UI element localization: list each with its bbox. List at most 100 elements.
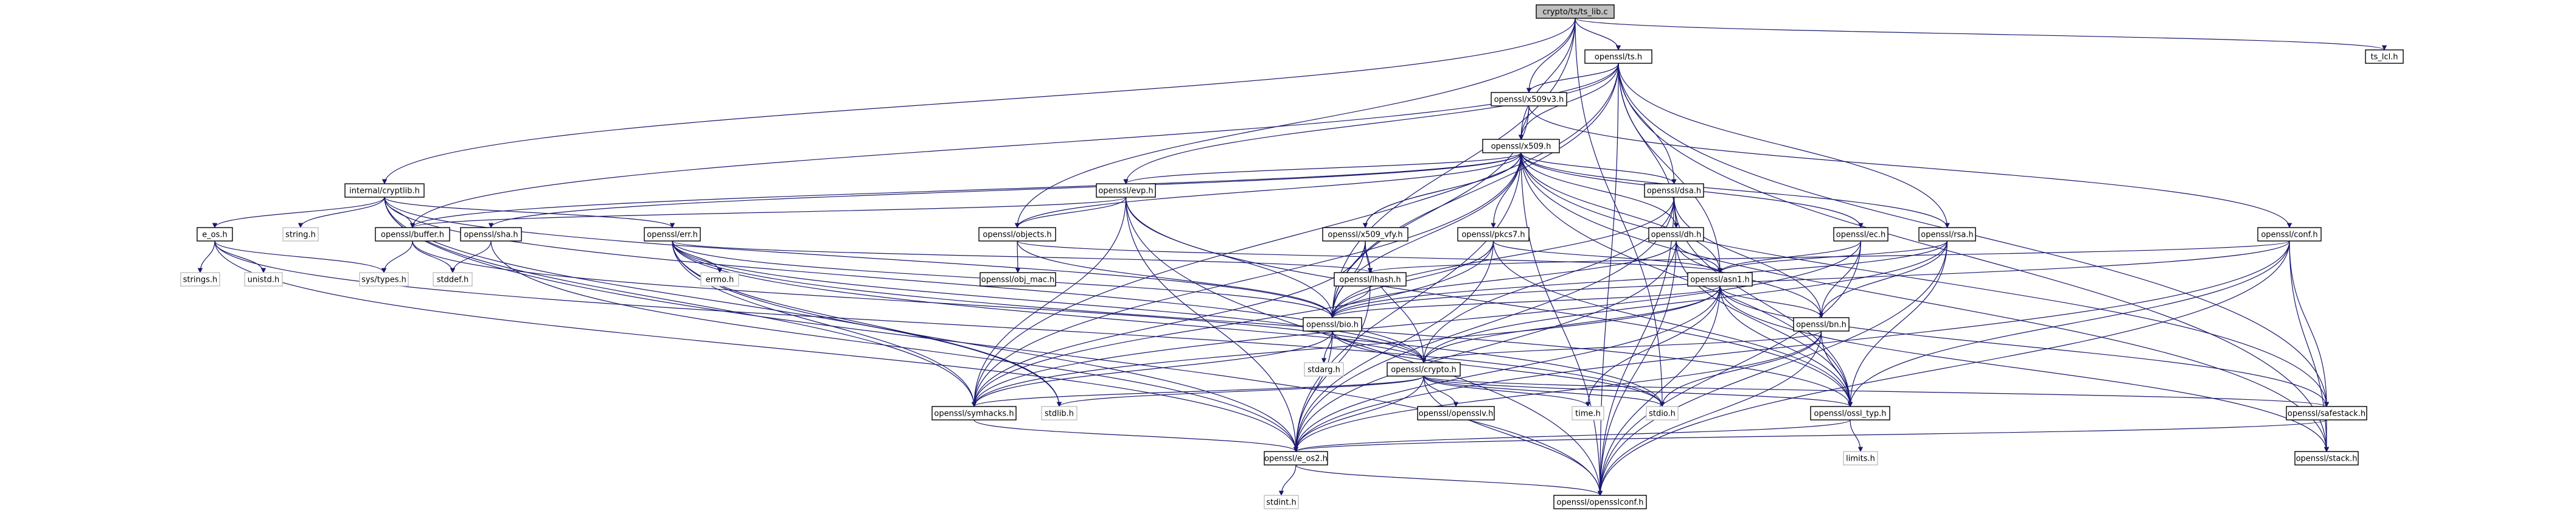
node-stddef-h: stddef.h	[433, 272, 473, 287]
node-root[interactable]: crypto/ts/ts_lib.c	[1536, 4, 1615, 19]
edge-err-to-stdlib_h	[672, 240, 1062, 407]
edge-bn-to-stdio_h	[1659, 330, 1822, 407]
node-rsa[interactable]: openssl/rsa.h	[1918, 227, 1976, 242]
edge-bn-to-ossl_typ	[1820, 330, 1853, 407]
edge-x509-to-pkcs7	[1491, 152, 1522, 228]
node-lhash[interactable]: openssl/lhash.h	[1334, 272, 1407, 287]
edge-crypto-to-time_h	[1423, 375, 1591, 407]
node-label: openssl/buffer.h	[381, 231, 444, 240]
node-label: limits.h	[1846, 455, 1875, 464]
edge-asn1-to-bio	[1329, 285, 1721, 318]
node-box	[1793, 317, 1850, 332]
node-stdio-h: stdio.h	[1646, 406, 1679, 421]
edge-objects-to-obj_mac	[1015, 240, 1021, 273]
node-conf[interactable]: openssl/conf.h	[2257, 227, 2322, 242]
edge-cryptlib-to-bio	[384, 197, 1335, 318]
edge-asn1-to-opensslconf	[1597, 285, 1721, 496]
node-pkcs7[interactable]: openssl/pkcs7.h	[1457, 227, 1530, 242]
node-box	[1584, 49, 1652, 64]
edge-x509-to-dsa	[1520, 152, 1677, 184]
node-ts-lcl[interactable]: ts_lcl.h	[2365, 49, 2404, 64]
node-sha[interactable]: openssl/sha.h	[460, 227, 522, 242]
edge-conf-to-bio	[1329, 240, 2290, 318]
node-label: stdio.h	[1649, 410, 1676, 419]
node-box	[1843, 451, 1878, 466]
node-x509-vfy[interactable]: openssl/x509_vfy.h	[1322, 227, 1408, 242]
node-label: openssl/rsa.h	[1921, 231, 1973, 240]
edge-e_os-to-unistd_h	[214, 240, 266, 273]
node-dsa[interactable]: openssl/dsa.h	[1644, 183, 1704, 198]
edge-pkcs7-to-bio	[1329, 240, 1494, 318]
edge-evp-to-bio	[1125, 197, 1335, 318]
node-x509[interactable]: openssl/x509.h	[1482, 139, 1560, 153]
node-ts[interactable]: openssl/ts.h	[1584, 49, 1652, 64]
node-opensslconf[interactable]: openssl/opensslconf.h	[1553, 495, 1647, 509]
node-box	[2257, 227, 2322, 242]
edge-dh-to-asn1	[1676, 240, 1723, 273]
edge-asn1-to-time_h	[1585, 285, 1721, 407]
node-label: openssl/err.h	[647, 231, 698, 240]
edge-pkcs7-to-e_os2	[1293, 240, 1494, 452]
node-bio[interactable]: openssl/bio.h	[1303, 317, 1362, 332]
edge-x509-to-rsa	[1520, 152, 1950, 228]
node-ec[interactable]: openssl/ec.h	[1833, 227, 1888, 242]
edge-rsa-to-bn	[1819, 240, 1948, 318]
edge-safestack-to-e_os2	[1293, 419, 2327, 452]
node-evp[interactable]: openssl/evp.h	[1096, 183, 1156, 198]
node-box	[1041, 406, 1077, 421]
edge-bio-to-stdarg_h	[1321, 330, 1333, 363]
node-opensslv[interactable]: openssl/opensslv.h	[1417, 406, 1495, 421]
edge-e_os2-to-stdint_h	[1278, 464, 1297, 496]
node-err[interactable]: openssl/err.h	[644, 227, 701, 242]
edge-err-to-symhacks	[672, 240, 977, 407]
node-crypto[interactable]: openssl/crypto.h	[1387, 362, 1461, 377]
node-safestack[interactable]: openssl/safestack.h	[2286, 406, 2367, 421]
node-label: openssl/x509.h	[1491, 142, 1551, 152]
edge-dsa-to-bn	[1673, 197, 1824, 318]
node-obj-mac[interactable]: openssl/obj_mac.h	[980, 272, 1056, 287]
edge-cryptlib-to-opensslconf	[384, 197, 1603, 496]
edge-ts-to-stack	[1618, 63, 2330, 452]
node-e-os[interactable]: e_os.h	[197, 227, 233, 242]
edge-root-to-x509v3	[1526, 18, 1576, 93]
edge-dh-to-bio	[1329, 240, 1677, 318]
edge-err-to-crypto	[672, 240, 1427, 363]
node-buffer[interactable]: openssl/buffer.h	[375, 227, 450, 242]
edge-ts-to-rsa	[1618, 63, 1950, 228]
edge-ts-to-evp	[1123, 63, 1619, 184]
node-box	[1482, 139, 1560, 153]
node-box	[980, 272, 1056, 287]
node-label: openssl/bio.h	[1306, 321, 1359, 330]
edge-x509-to-evp	[1123, 152, 1522, 184]
edge-x509-to-ossl_typ	[1520, 152, 1853, 407]
node-cryptlib[interactable]: internal/cryptlib.h	[344, 183, 425, 198]
node-label: openssl/evp.h	[1098, 187, 1153, 196]
node-symhacks[interactable]: openssl/symhacks.h	[931, 406, 1017, 421]
node-x509v3[interactable]: openssl/x509v3.h	[1491, 92, 1567, 106]
node-label: openssl/ossl_typ.h	[1814, 410, 1886, 419]
edge-asn1-to-ossl_typ	[1719, 285, 1853, 407]
node-box	[700, 272, 739, 287]
node-ossl-typ[interactable]: openssl/ossl_typ.h	[1810, 406, 1890, 421]
node-bn[interactable]: openssl/bn.h	[1793, 317, 1850, 332]
edge-conf-to-opensslconf	[1597, 240, 2290, 496]
node-e-os2[interactable]: openssl/e_os2.h	[1264, 451, 1328, 466]
node-box	[1264, 451, 1328, 466]
node-box	[1553, 495, 1647, 509]
node-dh[interactable]: openssl/dh.h	[1648, 227, 1704, 242]
node-box	[1304, 362, 1344, 377]
node-label: unistd.h	[248, 276, 280, 285]
node-string-h: string.h	[282, 227, 319, 242]
node-box	[1918, 227, 1976, 242]
node-box	[1303, 317, 1362, 332]
node-asn1[interactable]: openssl/asn1.h	[1687, 272, 1753, 287]
node-objects[interactable]: openssl/objects.h	[978, 227, 1056, 242]
node-label: openssl/safestack.h	[2288, 410, 2365, 419]
edge-dsa-to-e_os2	[1293, 197, 1675, 452]
node-box	[2365, 49, 2404, 64]
edge-e_os2-to-opensslconf	[1295, 464, 1603, 496]
edge-asn1-to-crypto	[1421, 285, 1721, 363]
node-label: string.h	[285, 231, 316, 240]
node-stack[interactable]: openssl/stack.h	[2294, 451, 2359, 466]
node-label: openssl/ts.h	[1595, 53, 1642, 62]
